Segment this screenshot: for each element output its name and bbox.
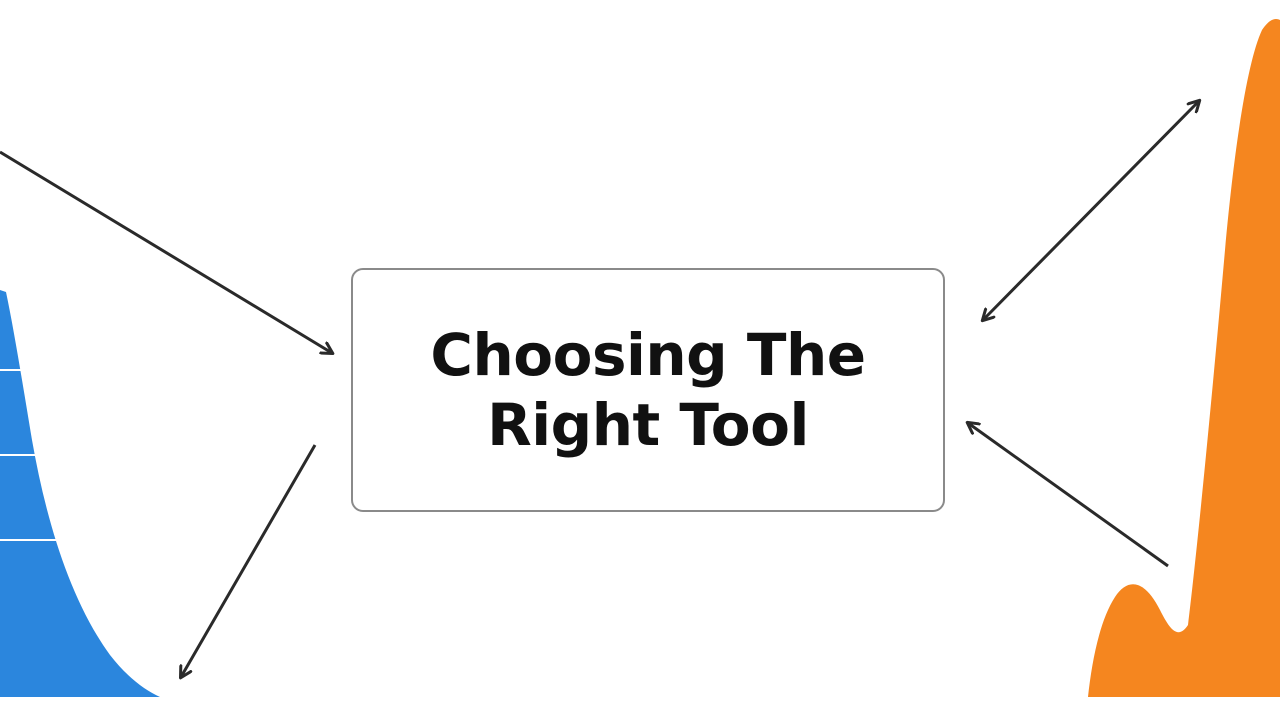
arrow-bottom-right-to-box bbox=[968, 423, 1169, 568]
arrow-box-to-bottom-left bbox=[181, 444, 317, 677]
arrow-bidirectional-top-right bbox=[983, 101, 1199, 320]
arrow-top-left-to-box bbox=[0, 150, 332, 353]
right-orange-peak-shape bbox=[1088, 19, 1280, 698]
center-node-box: Choosing The Right Tool bbox=[351, 268, 945, 512]
center-node-title-line-1: Choosing The bbox=[430, 321, 866, 389]
left-blue-curve-shape bbox=[0, 290, 160, 697]
center-node-title-line-2: Right Tool bbox=[487, 391, 809, 459]
